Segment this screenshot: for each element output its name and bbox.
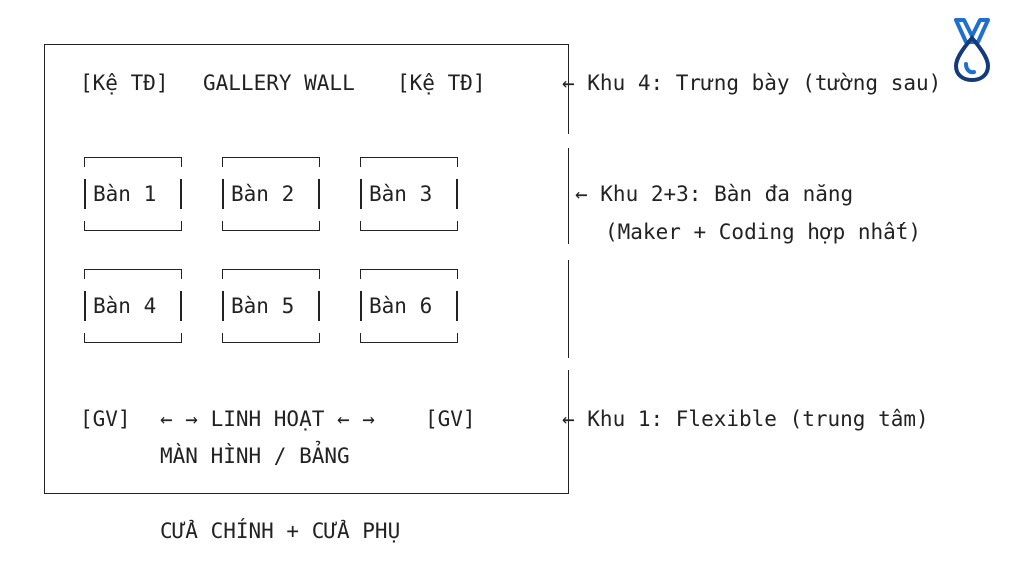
desk-label: Bàn 4 <box>93 294 157 318</box>
left-shelf-label: [Kệ TĐ] <box>80 71 169 95</box>
desk-2: Bàn 2 <box>222 157 320 231</box>
water-drop-mountain-logo-icon <box>948 14 996 83</box>
right-wall-gap-low <box>566 358 574 370</box>
right-shelf-label: [Kệ TĐ] <box>397 71 486 95</box>
zone1-annotation: ← Khu 1: Flexible (trung tâm) <box>562 407 929 431</box>
desk-1: Bàn 1 <box>84 157 182 231</box>
desk-6: Bàn 6 <box>360 269 458 343</box>
desk-label: Bàn 2 <box>231 182 295 206</box>
desk-5: Bàn 5 <box>222 269 320 343</box>
desk-label: Bàn 3 <box>369 182 433 206</box>
right-wall-gap-top <box>566 134 574 148</box>
gallery-wall-label: GALLERY WALL <box>203 71 355 95</box>
flexible-label: ← → LINH HOẠT ← → <box>160 407 375 431</box>
room-outline <box>44 44 569 494</box>
right-teacher-label: [GV] <box>425 407 476 431</box>
right-wall-gap-mid <box>566 244 574 260</box>
desk-label: Bàn 6 <box>369 294 433 318</box>
desk-3: Bàn 3 <box>360 157 458 231</box>
desk-label: Bàn 5 <box>231 294 295 318</box>
zone23-annotation: ← Khu 2+3: Bàn đa năng <box>575 182 854 206</box>
desk-label: Bàn 1 <box>93 182 157 206</box>
zone23-annotation-detail: (Maker + Coding hợp nhất) <box>605 220 922 244</box>
left-teacher-label: [GV] <box>80 407 131 431</box>
screen-board-label: MÀN HÌNH / BẢNG <box>160 444 350 468</box>
zone4-annotation: ← Khu 4: Trưng bày (tường sau) <box>562 71 942 95</box>
desk-4: Bàn 4 <box>84 269 182 343</box>
entrance-label: CỬA CHÍNH + CỬA PHỤ <box>160 519 401 543</box>
